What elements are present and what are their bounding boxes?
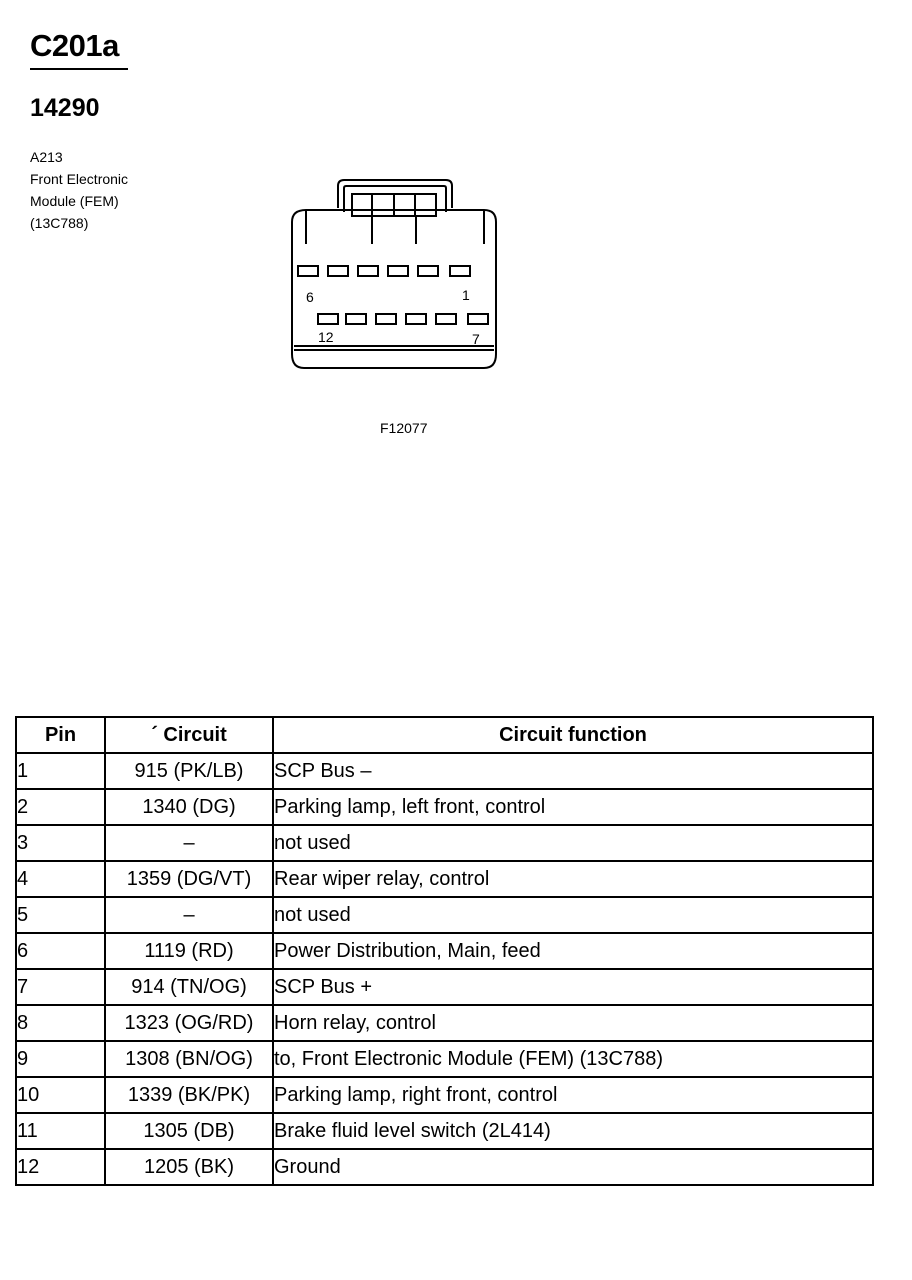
pin-cavity [387, 265, 409, 277]
table-row: 3–not used [15, 824, 874, 862]
function-cell: not used [272, 896, 874, 934]
function-cell: Horn relay, control [272, 1004, 874, 1042]
pin-cell: 11 [15, 1112, 106, 1150]
function-cell: to, Front Electronic Module (FEM) (13C78… [272, 1040, 874, 1078]
component-info: A213 Front Electronic Module (FEM) (13C7… [30, 146, 128, 234]
function-cell: Parking lamp, left front, control [272, 788, 874, 826]
table-header-row: Pin ´ Circuit Circuit function [15, 716, 874, 754]
pin-cell: 12 [15, 1148, 106, 1186]
circuit-cell: 914 (TN/OG) [104, 968, 274, 1006]
pin-cavity [417, 265, 439, 277]
pin-cavity [317, 313, 339, 325]
pin-cell: 2 [15, 788, 106, 826]
function-cell: Rear wiper relay, control [272, 860, 874, 898]
pin-label-1: 1 [462, 287, 470, 303]
function-cell: Brake fluid level switch (2L414) [272, 1112, 874, 1150]
circuit-cell: 915 (PK/LB) [104, 752, 274, 790]
function-cell: not used [272, 824, 874, 862]
pin-cell: 1 [15, 752, 106, 790]
pin-label-6: 6 [306, 289, 314, 305]
table-row: 5–not used [15, 896, 874, 934]
circuit-cell: 1205 (BK) [104, 1148, 274, 1186]
circuit-cell: 1340 (DG) [104, 788, 274, 826]
pin-cavity [405, 313, 427, 325]
figure-id: F12077 [380, 420, 428, 436]
connector-id: C201a [30, 28, 119, 63]
component-part: (13C788) [30, 215, 89, 231]
connector-body [291, 209, 497, 369]
part-number: 14290 [30, 94, 100, 122]
header-circuit: ´ Circuit [104, 716, 274, 754]
function-cell: Power Distribution, Main, feed [272, 932, 874, 970]
circuit-cell: – [104, 824, 274, 862]
function-cell: Parking lamp, right front, control [272, 1076, 874, 1114]
circuit-cell: 1305 (DB) [104, 1112, 274, 1150]
circuit-cell: 1119 (RD) [104, 932, 274, 970]
pin-cell: 8 [15, 1004, 106, 1042]
pin-cavity [297, 265, 319, 277]
pin-cavity [435, 313, 457, 325]
circuit-cell: 1308 (BN/OG) [104, 1040, 274, 1078]
component-name-line1: Front Electronic [30, 171, 129, 187]
function-cell: Ground [272, 1148, 874, 1186]
pin-cavity [467, 313, 489, 325]
pin-cell: 4 [15, 860, 106, 898]
pin-cell: 10 [15, 1076, 106, 1114]
connector-latch [337, 179, 453, 208]
pin-cavity [375, 313, 397, 325]
pin-cell: 7 [15, 968, 106, 1006]
function-cell: SCP Bus + [272, 968, 874, 1006]
pin-label-12: 12 [318, 329, 334, 345]
title-underline [30, 68, 128, 70]
header-function: Circuit function [272, 716, 874, 754]
pin-cavity [449, 265, 471, 277]
pin-cavity [345, 313, 367, 325]
connector-face-diagram: 6 1 12 7 [291, 179, 497, 369]
pin-cell: 9 [15, 1040, 106, 1078]
circuit-cell: 1339 (BK/PK) [104, 1076, 274, 1114]
pin-cell: 3 [15, 824, 106, 862]
pin-cell: 6 [15, 932, 106, 970]
pin-cell: 5 [15, 896, 106, 934]
circuit-cell: 1359 (DG/VT) [104, 860, 274, 898]
pin-cavity [357, 265, 379, 277]
function-cell: SCP Bus – [272, 752, 874, 790]
circuit-cell: – [104, 896, 274, 934]
header-pin: Pin [15, 716, 106, 754]
component-code: A213 [30, 149, 63, 165]
component-name-line2: Module (FEM) [30, 193, 119, 209]
pin-label-7: 7 [472, 331, 480, 347]
pin-cavity [327, 265, 349, 277]
circuit-cell: 1323 (OG/RD) [104, 1004, 274, 1042]
